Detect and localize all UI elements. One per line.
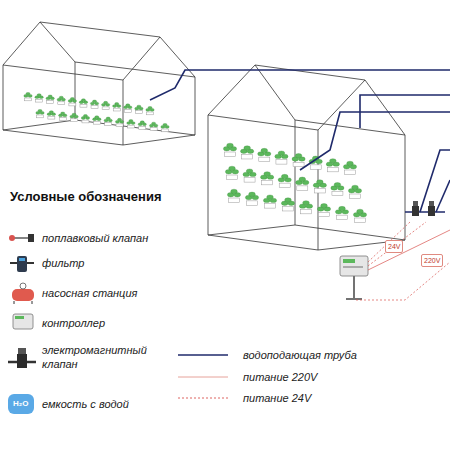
greenhouse-1 [3, 22, 195, 145]
controller-symbol [13, 314, 33, 329]
power220-line-sample [178, 377, 228, 378]
legend-title: Условные обозначения [10, 190, 161, 204]
float-valve-symbol [9, 234, 34, 242]
power-wires [356, 222, 450, 300]
tank-label: H₂O [13, 399, 29, 409]
voltage-tag: 220V [421, 254, 443, 267]
legend-text: емкость с водой [42, 397, 129, 411]
legend-text: питание 24V [243, 391, 311, 405]
legend-text: контроллер [42, 316, 105, 330]
legend-text: фильтр [42, 256, 84, 270]
water-tank-symbol [8, 394, 34, 414]
power24-line-sample [178, 398, 228, 399]
filter-symbol [10, 256, 34, 272]
water-pipes [150, 70, 450, 212]
pipe-line-sample [178, 354, 228, 356]
solenoid-valves [412, 201, 435, 216]
greenhouse-2 [208, 65, 405, 250]
solenoid-valve-symbol [8, 348, 36, 368]
legend-text: водоподающая труба [243, 348, 357, 362]
legend-text: электромагнитный клапан [42, 343, 162, 371]
legend-text: питание 220V [243, 370, 317, 384]
controller-unit [340, 256, 368, 299]
legend-text: поплавковый клапан [42, 231, 148, 245]
legend-text: насосная станция [42, 286, 137, 300]
voltage-tag: 24V [385, 240, 403, 253]
pump-station-symbol [12, 283, 34, 304]
